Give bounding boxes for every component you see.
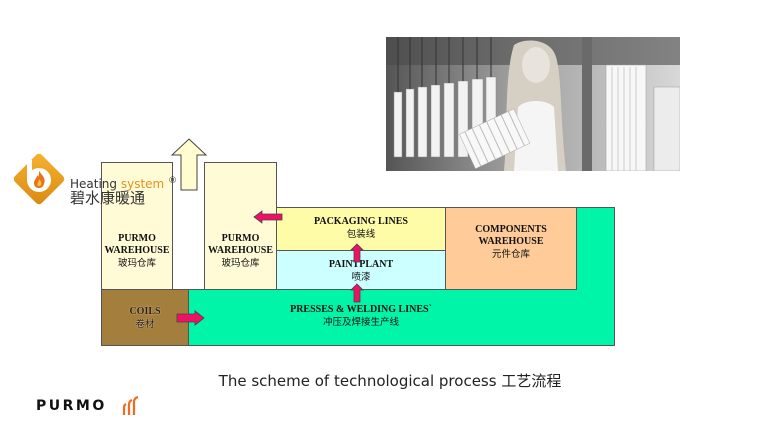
purmo-brand-text: PURMO bbox=[36, 398, 107, 414]
components-label-cn: 元件仓库 bbox=[491, 249, 530, 260]
warehouse-right-label-line2: WAREHOUSE bbox=[207, 244, 273, 256]
components-label-line1: COMPONENTS bbox=[475, 224, 547, 235]
photo-woman-radiators-icon bbox=[386, 37, 680, 171]
warehouse-left-label-cn: 玻玛仓库 bbox=[117, 257, 156, 269]
warehouse-left-label-line1: PURMO bbox=[118, 232, 156, 244]
warehouse-right-label-line1: PURMO bbox=[221, 232, 260, 244]
coils-label-en: COILS bbox=[129, 306, 161, 317]
purmo-footer-logo: PURMO bbox=[36, 396, 146, 420]
purmo-warehouse-right: PURMO WAREHOUSE 玻玛仓库 bbox=[204, 162, 277, 290]
diagram-caption: The scheme of technological process 工艺流程 bbox=[218, 372, 562, 390]
process-diagram: PURMO WAREHOUSE 玻玛仓库 PURMO WAREHOUSE 玻玛仓… bbox=[101, 138, 615, 346]
outflow-up-arrow-icon bbox=[170, 138, 208, 191]
company-logo: Heating system ® 碧水康暖通 bbox=[10, 150, 190, 210]
presses-label-cn: 冲压及焊接生产线 bbox=[322, 317, 399, 328]
purmo-heat-waves-icon bbox=[122, 396, 139, 415]
warehouse-right-label-cn: 玻玛仓库 bbox=[221, 257, 260, 269]
packaging-label-cn: 包装线 bbox=[346, 229, 376, 240]
packaging-label-en: PACKAGING LINES bbox=[314, 216, 408, 227]
arrow-right-coils-to-presses-icon bbox=[176, 310, 205, 326]
arrow-up-paint-to-packaging-icon bbox=[350, 243, 364, 263]
logo-text-heating: Heating bbox=[70, 177, 118, 191]
presses-welding-label: PRESSES & WELDING LINES` 冲压及焊接生产线 bbox=[276, 304, 446, 329]
flame-icon bbox=[13, 153, 65, 205]
components-label-line2: WAREHOUSE bbox=[478, 236, 544, 247]
factory-photo bbox=[386, 37, 680, 171]
coils-block: COILS 卷材 bbox=[101, 289, 189, 346]
warehouse-left-label-line2: WAREHOUSE bbox=[104, 244, 170, 256]
registered-mark: ® bbox=[168, 176, 178, 186]
presses-label-en: PRESSES & WELDING LINES` bbox=[290, 304, 432, 315]
components-warehouse-block: COMPONENTS WAREHOUSE 元件仓库 bbox=[445, 207, 577, 290]
paintplant-label-en: PAINTPLANT bbox=[328, 259, 394, 270]
arrow-up-presses-to-paint-icon bbox=[350, 283, 364, 303]
purmo-warehouse-left: PURMO WAREHOUSE 玻玛仓库 bbox=[101, 162, 173, 290]
logo-chinese-name: 碧水康暖通 bbox=[70, 189, 146, 207]
arrow-left-packaging-to-warehouse-icon bbox=[253, 210, 283, 224]
coils-label-cn: 卷材 bbox=[135, 319, 155, 330]
paintplant-label-cn: 喷漆 bbox=[351, 272, 371, 283]
logo-text-system: system bbox=[120, 177, 165, 191]
